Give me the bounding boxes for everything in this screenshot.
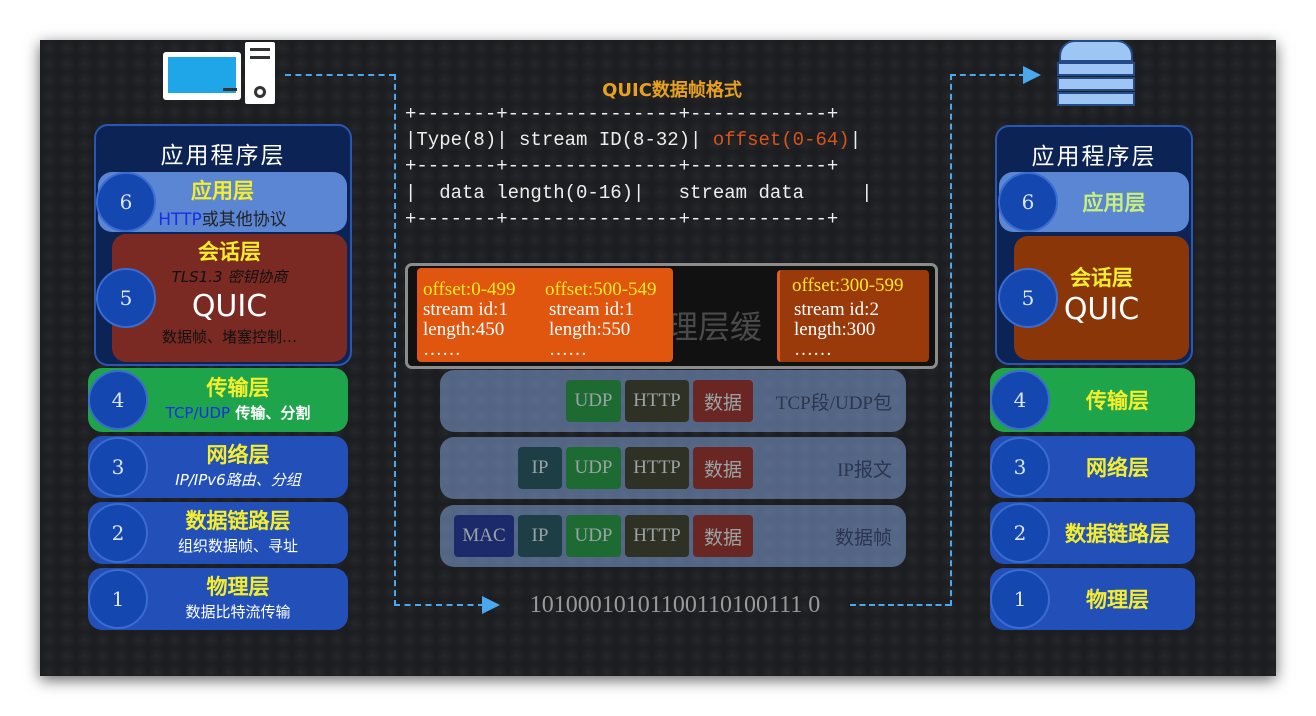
chip-data: 数据 <box>693 515 753 557</box>
frame-1: offset:0-499 stream id:1 length:450 …… <box>423 280 516 360</box>
chip-http: HTTP <box>625 515 689 557</box>
path-line <box>850 604 951 606</box>
frame-format-title: QUIC数据帧格式 <box>602 80 742 101</box>
field-text: | <box>849 129 862 151</box>
arrow-right-icon <box>482 596 500 614</box>
frame-2: offset:500-549 stream id:1 length:550 …… <box>545 280 657 360</box>
layer-title: 应用层 <box>1082 191 1146 215</box>
path-line <box>950 74 1025 76</box>
server-icon <box>1057 40 1135 106</box>
layer-title: 数据链路层 <box>185 509 291 533</box>
capsule-label: 数据帧 <box>834 528 892 549</box>
layer-number: 3 <box>990 437 1050 497</box>
chip-udp: UDP <box>566 515 621 557</box>
layer-number: 5 <box>998 268 1058 328</box>
path-line <box>394 604 484 606</box>
capsule-network: IP UDP HTTP 数据 IP报文 <box>440 437 906 499</box>
frame-row-2: | data length(0-16)| stream data | <box>405 182 873 204</box>
group-title: 应用程序层 <box>160 143 286 169</box>
frame-stream-id: stream id:1 <box>423 299 508 320</box>
layer-number: 1 <box>990 569 1050 629</box>
layer-subtitle: IP/IPv6路由、分组 <box>175 471 301 489</box>
chip-http: HTTP <box>625 380 689 422</box>
bitstream: 10100010101100110100111 0 <box>529 592 821 618</box>
chip-ip: IP <box>518 447 562 489</box>
layer-subtitle-text: 传输、分割 <box>230 404 311 422</box>
layer-title: 传输层 <box>206 376 270 400</box>
frame-row-1: |Type(8)| stream ID(8-32)| offset(0-64)| <box>405 129 861 151</box>
layer-subtitle: TLS1.3 密钥协商 <box>171 268 288 286</box>
layer-number: 6 <box>96 172 156 232</box>
frame-length: length:450 <box>423 319 505 340</box>
layer-number: 5 <box>96 268 156 328</box>
chip-data: 数据 <box>693 380 753 422</box>
stream-frame-3: offset:300-599 stream id:2 length:300 …… <box>777 270 929 362</box>
hidden-buffer-text: 理层缓 <box>666 308 763 346</box>
frame-length: length:550 <box>549 319 631 340</box>
table-border: +-------+---------------+------------+ <box>405 208 839 230</box>
layer-number: 3 <box>88 437 148 497</box>
frame-length: length:300 <box>794 319 876 340</box>
capsule-datalink: MAC IP UDP HTTP 数据 数据帧 <box>440 505 906 567</box>
layer-subtitle: 数据帧、堵塞控制… <box>161 328 297 346</box>
computer-icon <box>163 52 243 102</box>
chip-udp: UDP <box>566 447 621 489</box>
group-title: 应用程序层 <box>1031 144 1157 170</box>
stream-frame-1: offset:0-499 stream id:1 length:450 …… o… <box>417 268 673 362</box>
quic-label: QUIC <box>1063 292 1140 327</box>
path-line <box>285 74 395 76</box>
frame-stream-id: stream id:2 <box>794 299 879 320</box>
capsule-label: IP报文 <box>837 460 892 481</box>
quic-label: QUIC <box>191 289 268 324</box>
layer-subtitle: 组织数据帧、寻址 <box>177 537 298 555</box>
frame-offset: offset:500-549 <box>545 279 657 300</box>
layer-subtitle: 数据比特流传输 <box>185 603 291 621</box>
chip-data: 数据 <box>693 447 753 489</box>
layer-title: 传输层 <box>1086 389 1149 413</box>
layer-title: 物理层 <box>206 575 270 599</box>
protocol-highlight: TCP/UDP <box>165 404 231 422</box>
frame-more: …… <box>549 339 587 360</box>
layer-number: 6 <box>998 172 1058 232</box>
chip-udp: UDP <box>566 380 621 422</box>
layer-title: 网络层 <box>1086 456 1149 480</box>
protocol-highlight: HTTP <box>158 210 202 230</box>
layer-subtitle-text: 或其他协议 <box>201 210 287 230</box>
layer-subtitle: HTTP或其他协议 <box>98 205 347 230</box>
frame-more: …… <box>794 339 832 360</box>
table-border: +-------+---------------+------------+ <box>405 155 839 177</box>
layer-number: 2 <box>88 503 148 563</box>
chip-mac: MAC <box>454 515 514 557</box>
layer-number: 2 <box>990 503 1050 563</box>
frame-more: …… <box>423 339 461 360</box>
layer-number: 1 <box>88 569 148 629</box>
computer-tower-icon <box>245 42 275 104</box>
capsule-label: TCP段/UDP包 <box>775 393 892 414</box>
frame-offset: offset:300-599 <box>792 275 904 296</box>
table-border: +-------+---------------+------------+ <box>405 103 839 125</box>
offset-field: offset(0-64) <box>712 129 850 151</box>
layer-title: 会话层 <box>1070 266 1133 290</box>
layer-number: 4 <box>88 370 148 430</box>
layer-title: 应用层 <box>191 179 254 203</box>
frame-offset: offset:0-499 <box>423 279 516 300</box>
layer-subtitle: TCP/UDP 传输、分割 <box>128 402 348 423</box>
capsule-transport: UDP HTTP 数据 TCP段/UDP包 <box>440 370 906 432</box>
path-line <box>394 74 396 606</box>
field-text: |Type(8)| stream ID(8-32)| <box>405 129 713 151</box>
layer-number: 4 <box>990 370 1050 430</box>
frame-stream-id: stream id:1 <box>549 299 634 320</box>
layer-title: 会话层 <box>198 240 261 264</box>
arrow-right-icon <box>1023 66 1041 84</box>
layer-title: 网络层 <box>206 443 270 467</box>
chip-http: HTTP <box>625 447 689 489</box>
path-line <box>950 74 952 606</box>
chip-ip: IP <box>518 515 562 557</box>
layer-title: 物理层 <box>1086 588 1149 612</box>
layer-title: 数据链路层 <box>1065 522 1170 546</box>
